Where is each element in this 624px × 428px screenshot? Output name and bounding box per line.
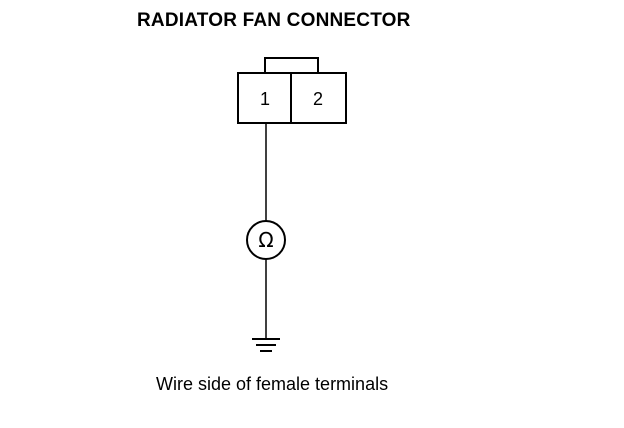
terminal-1-label: 1 — [260, 89, 270, 109]
diagram-title: RADIATOR FAN CONNECTOR — [137, 10, 411, 31]
connector-lock-tab — [264, 57, 319, 73]
terminal-2-label: 2 — [313, 89, 323, 109]
ground-icon — [252, 338, 280, 352]
ohm-symbol: Ω — [258, 228, 273, 252]
diagram-caption: Wire side of female terminals — [156, 374, 389, 394]
ohmmeter-icon: Ω — [246, 220, 286, 260]
